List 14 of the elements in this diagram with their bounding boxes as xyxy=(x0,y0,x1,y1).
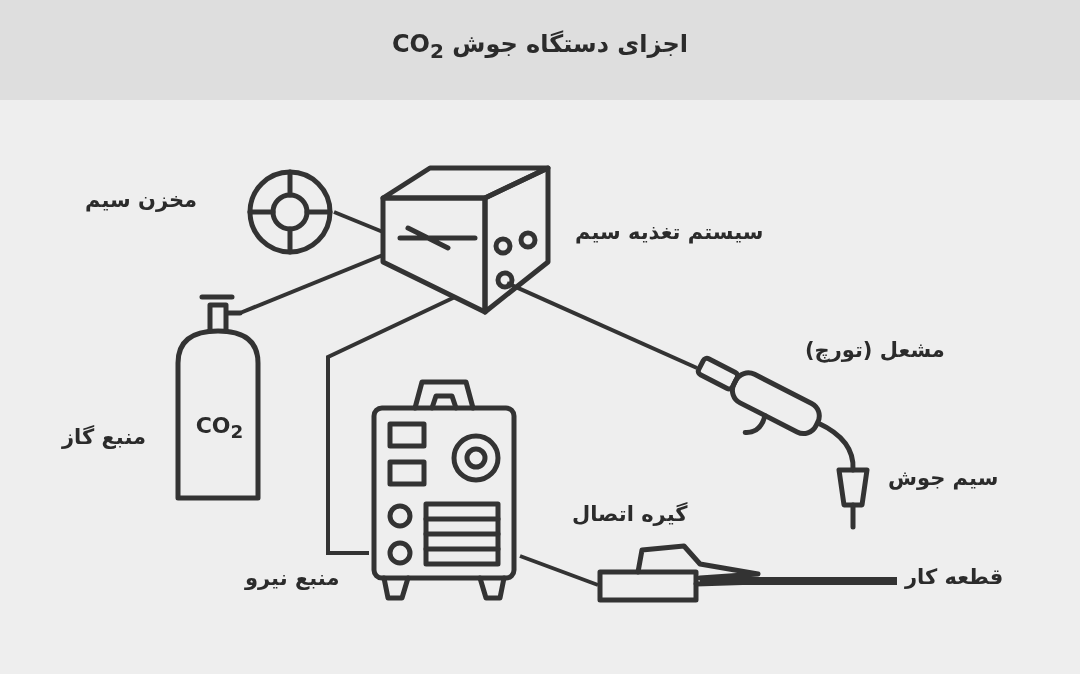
connecting-cable xyxy=(239,253,384,315)
component-label: سیستم تغذیه سیم xyxy=(575,220,764,246)
connecting-cable xyxy=(519,554,599,587)
component-label: منبع نیرو xyxy=(245,566,340,592)
connecting-cable xyxy=(326,295,456,555)
connecting-cable xyxy=(506,281,698,370)
component-label: منبع گاز xyxy=(62,425,146,451)
cylinder-label: CO$_{2}$ xyxy=(194,413,245,443)
component-label: سیم جوش xyxy=(888,466,999,492)
component-label: مشعل (تورچ) xyxy=(805,338,945,364)
component-label: گیره اتصال xyxy=(572,502,688,528)
component-label: مخزن سیم xyxy=(85,188,198,214)
connecting-cable xyxy=(333,210,384,234)
component-label: قطعه کار xyxy=(905,565,1004,591)
